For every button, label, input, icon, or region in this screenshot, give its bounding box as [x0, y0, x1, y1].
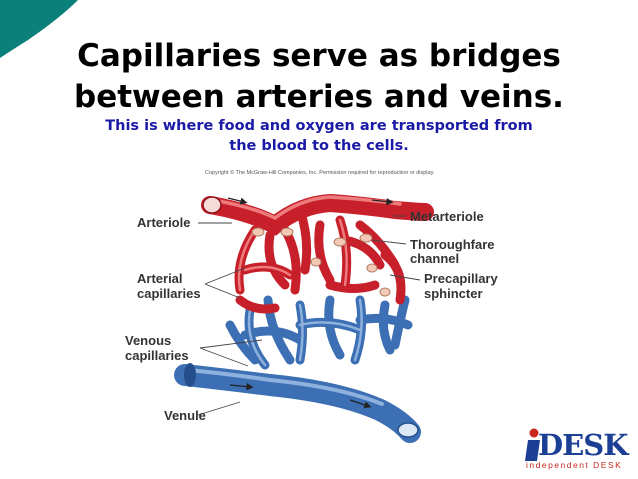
label-precapillary-line-1: Precapillary	[424, 271, 498, 286]
label-arteriole: Arteriole	[137, 215, 191, 230]
slide-subtitle-line-2: the blood to the cells.	[229, 138, 409, 154]
label-venous-line-1: Venous	[125, 333, 172, 348]
corner-accent	[0, 0, 78, 58]
label-venous-line-2: capillaries	[125, 348, 189, 363]
i-letter-icon	[525, 428, 540, 461]
venule-vessel	[174, 363, 421, 443]
label-precapillary-line-2: sphincter	[424, 286, 483, 301]
precapillary-sphincters	[251, 227, 391, 297]
figure-copyright: Copyright © The McGraw-Hill Companies, I…	[205, 170, 435, 176]
idesk-logo: DESK independent DESK	[520, 428, 630, 472]
label-venule: Venule	[164, 408, 206, 423]
slide-subtitle-line-1: This is where food and oxygen are transp…	[105, 118, 533, 134]
label-leader-lines	[197, 215, 421, 416]
label-arterial-line-1: Arterial	[137, 271, 183, 286]
label-thoroughfare-line-2: channel	[410, 251, 460, 266]
logo-sub-text: independent DESK	[526, 460, 623, 470]
venous-capillaries-highlight	[247, 298, 363, 367]
label-metarteriole: Metarteriole	[410, 209, 484, 224]
label-thoroughfare-line-1: Thoroughfare	[410, 237, 495, 252]
logo-main-text: DESK	[538, 428, 628, 462]
label-arterial-line-2: capillaries	[137, 286, 201, 301]
slide-title-line-1: Capillaries serve as bridges	[77, 38, 561, 74]
arteriole-vessel	[201, 193, 434, 236]
slide-title-line-2: between arteries and veins.	[74, 79, 564, 115]
flow-arrows	[227, 197, 394, 409]
arterial-capillaries-highlight	[237, 218, 348, 292]
